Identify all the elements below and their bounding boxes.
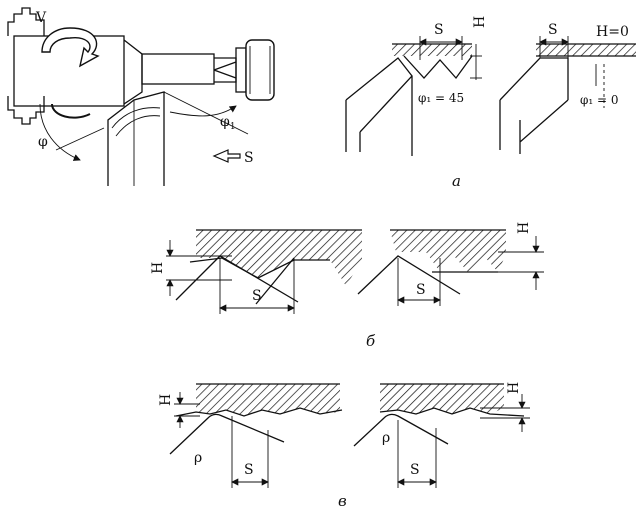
workpiece-hatch [380, 384, 504, 414]
caption-v: в [338, 492, 347, 510]
tailstock-quill [235, 47, 247, 93]
feed-s-label: S [244, 462, 254, 478]
workpiece-hatch [392, 44, 472, 56]
tool-outline [345, 57, 413, 156]
workpiece-shaft [141, 53, 215, 85]
feed-arrow-icon [212, 149, 241, 163]
tailstock-body [245, 39, 275, 101]
height-h-label: H [150, 262, 166, 274]
workpiece-hatch [390, 230, 506, 272]
panel-a-left: S H φ₁ = 45 [345, 16, 488, 156]
tailstock-center [213, 57, 237, 83]
radius-rho-label: ρ [194, 450, 202, 466]
workpiece-cone [123, 39, 143, 105]
feed-s-label: S [410, 462, 420, 478]
velocity-label: V [35, 10, 47, 26]
tool-outline [499, 57, 569, 154]
panel-a-right: S H=0 φ₁ = 0 [499, 22, 636, 154]
phi1-45-label: φ₁ = 45 [418, 91, 464, 105]
tool-left-edge [357, 255, 461, 295]
phi1-0-label: φ₁ = 0 [580, 93, 619, 107]
main-angle-label: φ [38, 134, 48, 150]
panel-v-right: H ρ S [353, 382, 530, 488]
tool-outline [353, 413, 449, 447]
rotation-arrow-bottom-icon [51, 103, 91, 119]
rough-surface [175, 407, 343, 417]
feed-s-label: S [548, 22, 558, 38]
tool-right-edge [255, 257, 295, 305]
workpiece-cylinder [13, 35, 125, 107]
rough-surface [379, 407, 525, 417]
height-h-zero-label: H=0 [596, 24, 629, 40]
chuck-jaw-lower-icon [7, 96, 45, 125]
chuck-jaw-icon [7, 7, 45, 36]
rotation-arrow-icon [41, 27, 100, 68]
feed-s-label: S [434, 22, 444, 38]
caption-b: б [366, 332, 376, 350]
feed-s-label: S [416, 282, 426, 298]
panel-b-left: H S [150, 229, 362, 314]
lathe-turning-schematic: V φ φ1 S [7, 7, 275, 186]
radius-rho-label: ρ [382, 430, 390, 446]
workpiece-hatch [196, 384, 340, 416]
aux-angle-label: φ1 [220, 114, 236, 132]
workpiece-hatch [196, 230, 362, 286]
feed-s-label: S [252, 288, 262, 304]
height-h-label: H [516, 222, 532, 234]
panel-v-left: H ρ S [158, 383, 343, 488]
feed-label: S [244, 150, 254, 166]
height-h-label: H [158, 394, 174, 406]
workpiece-hatch [536, 44, 636, 56]
caption-a: а [452, 172, 461, 190]
height-h-label: H [472, 16, 488, 28]
panel-b-right: H S [357, 222, 544, 306]
residual-profile [403, 55, 473, 80]
height-h-label: H [506, 382, 522, 394]
tool-outline [169, 413, 285, 455]
